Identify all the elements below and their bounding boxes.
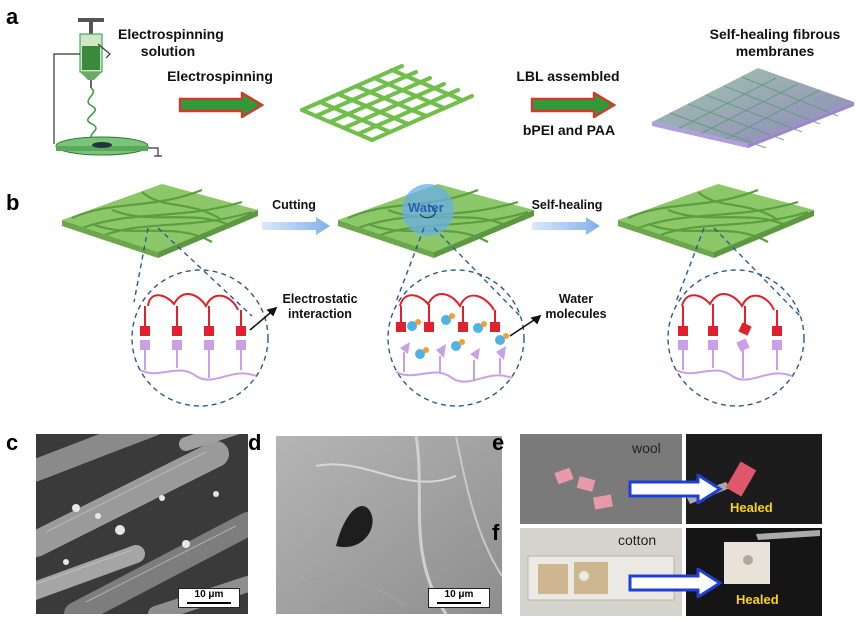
- molecular-zoom-views: [131, 227, 805, 407]
- scale-bar-d: 10 μm: [428, 588, 490, 608]
- label-self-healing: Self-healing: [531, 198, 603, 212]
- label-electrospinning: Electrospinning: [167, 68, 273, 84]
- healing-arrow-f: [628, 568, 723, 598]
- label-electrospinning-solution: Electrospinning solution: [118, 26, 224, 59]
- label-wool: wool: [632, 440, 661, 456]
- molecular-circle-water: [395, 293, 513, 383]
- cutting-arrow: [262, 217, 330, 235]
- scale-bar-c-line: [186, 602, 232, 604]
- process-arrow-2: [530, 92, 616, 118]
- scale-bar-c-label: 10 μm: [194, 589, 224, 600]
- panel-label-f: f: [492, 520, 500, 545]
- label-cotton: cotton: [618, 532, 657, 548]
- molecular-circle-intact: [139, 293, 257, 381]
- panel-label-e: e: [492, 430, 505, 455]
- molecular-circle-healed: [675, 293, 793, 381]
- fiber-mat-cut: [338, 184, 534, 258]
- photo-wool-healed: [686, 434, 822, 524]
- sem-image-wool-fibers: [36, 434, 248, 614]
- electrospinning-apparatus: [53, 18, 162, 157]
- woven-fiber-mesh: [300, 64, 474, 142]
- sem-image-healed-surface: [276, 436, 502, 614]
- label-water-molecules: Water molecules: [545, 292, 607, 321]
- panel-label-d: d: [248, 430, 262, 455]
- label-healed-e: Healed: [730, 500, 773, 515]
- photo-cotton-healed: [686, 528, 822, 616]
- label-electrostatic-interaction: Electrostatic interaction: [282, 292, 358, 321]
- fiber-mat-healed: [618, 184, 814, 258]
- label-lbl-assembled: LBL assembled: [516, 68, 620, 84]
- photo-wool-pieces: [520, 434, 682, 524]
- process-arrow-1: [178, 92, 264, 118]
- scale-bar-d-line: [436, 602, 482, 604]
- label-cutting: Cutting: [272, 198, 316, 212]
- label-self-healing-membranes: Self-healing fibrous membranes: [709, 26, 841, 59]
- self-healing-arrow: [532, 217, 600, 235]
- label-bpei-paa: bPEI and PAA: [522, 122, 616, 138]
- label-healed-f: Healed: [736, 592, 779, 607]
- fiber-mat-intact: [62, 184, 258, 258]
- panel-label-b: b: [6, 190, 20, 215]
- scale-bar-c: 10 μm: [178, 588, 240, 608]
- self-healing-membrane: [652, 68, 854, 148]
- healing-arrow-e: [628, 474, 723, 504]
- panel-label-c: c: [6, 430, 19, 455]
- label-water: Water: [408, 200, 444, 215]
- panel-label-a: a: [6, 4, 19, 29]
- scale-bar-d-label: 10 μm: [444, 589, 474, 600]
